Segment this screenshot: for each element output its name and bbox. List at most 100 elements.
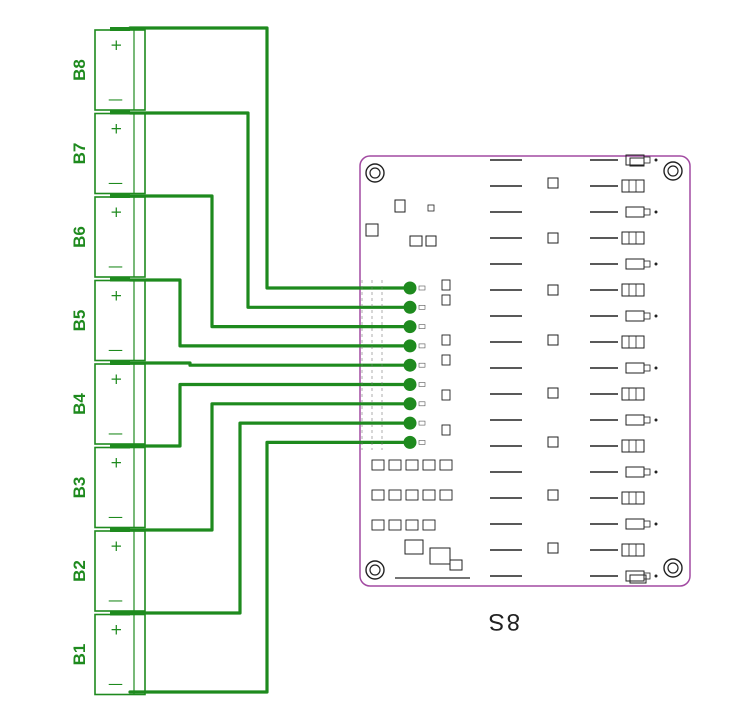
smd-part xyxy=(441,424,451,436)
smd-part xyxy=(371,459,385,471)
pad-dot xyxy=(403,339,417,353)
smd-part xyxy=(427,204,435,212)
mounting-hole-top-right xyxy=(663,161,683,181)
cell-label: B4 xyxy=(70,393,89,415)
cell-b7: + — B7 xyxy=(70,110,146,195)
plus-sign: + xyxy=(110,120,123,138)
smd-part xyxy=(441,294,451,306)
cell-label: B8 xyxy=(70,59,89,81)
ic xyxy=(429,547,451,565)
mosfet-tab xyxy=(643,312,651,320)
mosfet-tab xyxy=(643,364,651,372)
wire-b7-positive xyxy=(128,111,412,309)
ic xyxy=(404,539,424,555)
resistor xyxy=(621,231,645,245)
via xyxy=(654,418,658,422)
pad-dot xyxy=(403,378,417,391)
smd-part xyxy=(422,519,436,531)
balance-pads xyxy=(403,281,426,449)
pad-dot xyxy=(403,358,417,372)
pad-marker xyxy=(418,304,426,310)
smd-part xyxy=(422,489,436,501)
smd-part xyxy=(449,559,463,571)
wire-b5-positive xyxy=(128,278,412,348)
cell-label: B6 xyxy=(70,226,89,248)
wire-b8-positive xyxy=(128,26,412,290)
resistor xyxy=(621,179,645,193)
wire-b3-positive xyxy=(128,382,412,448)
mosfet xyxy=(625,206,645,218)
pad-marker xyxy=(418,382,426,387)
board-components xyxy=(365,154,658,584)
minus-sign: — xyxy=(108,341,123,359)
pad-dot xyxy=(403,300,417,314)
smd-part xyxy=(405,459,419,471)
mosfet xyxy=(625,310,645,322)
cell-terminal xyxy=(110,444,130,449)
pad-marker xyxy=(418,401,426,407)
balance-wires xyxy=(128,26,412,694)
smd-part xyxy=(394,199,406,213)
mosfet-tab xyxy=(643,260,651,268)
balance-board xyxy=(359,154,691,587)
balance-pad xyxy=(403,435,426,449)
pad-dot xyxy=(403,416,417,430)
mounting-hole-bottom-right xyxy=(663,558,683,578)
minus-sign: — xyxy=(108,591,123,609)
smd-part xyxy=(441,389,451,401)
mosfet-tab xyxy=(643,156,651,164)
capacitor xyxy=(547,542,559,554)
cell-label: B7 xyxy=(70,143,89,165)
via xyxy=(654,314,658,318)
balance-pad xyxy=(403,300,426,314)
cell-terminal xyxy=(110,194,130,198)
pad-marker xyxy=(418,440,426,445)
minus-sign: — xyxy=(108,675,123,693)
cell-terminal xyxy=(110,110,130,115)
minus-sign: — xyxy=(108,174,123,192)
mosfet xyxy=(625,466,645,478)
plus-sign: + xyxy=(110,454,123,472)
smd-part xyxy=(439,489,453,501)
cell-terminal xyxy=(110,277,130,282)
smd-part xyxy=(405,519,419,531)
pad-marker xyxy=(418,343,426,349)
cell-b6: +—B6 xyxy=(70,194,146,278)
cell-label: B1 xyxy=(70,644,89,666)
led xyxy=(365,223,379,237)
wire-b1-positive xyxy=(128,421,412,615)
pad-marker xyxy=(418,420,426,426)
capacitor xyxy=(547,177,559,189)
balance-pad xyxy=(403,358,426,372)
mounting-hole-top-left xyxy=(365,163,385,183)
cell-b1: +—B1 xyxy=(70,611,146,696)
cell-b3: +—B3 xyxy=(70,444,146,529)
cell-b8: +—B8 xyxy=(70,27,146,111)
minus-sign: — xyxy=(108,424,123,442)
mosfet xyxy=(625,362,645,374)
balance-pad xyxy=(403,339,426,353)
mosfet xyxy=(625,258,645,270)
mosfet-tab xyxy=(643,572,651,580)
plus-sign: + xyxy=(110,36,123,54)
plus-sign: + xyxy=(110,287,123,305)
pad-dot xyxy=(403,397,417,411)
cell-label: B3 xyxy=(70,477,89,499)
pad-marker xyxy=(418,324,426,329)
capacitor xyxy=(547,284,559,296)
board-label: 8S xyxy=(487,608,520,635)
mosfet xyxy=(625,518,645,530)
cell-terminal xyxy=(110,27,130,31)
via xyxy=(654,574,658,578)
pad-dot xyxy=(403,320,417,334)
mosfet xyxy=(625,414,645,426)
via xyxy=(654,522,658,526)
resistor xyxy=(621,491,645,505)
smd-part xyxy=(441,334,451,346)
cell-terminal xyxy=(110,528,130,532)
mosfet-tab xyxy=(643,520,651,528)
cell-b5: +—B5 xyxy=(70,277,146,362)
mosfet-tab xyxy=(643,468,651,476)
balance-pad xyxy=(403,397,426,411)
via xyxy=(654,470,658,474)
